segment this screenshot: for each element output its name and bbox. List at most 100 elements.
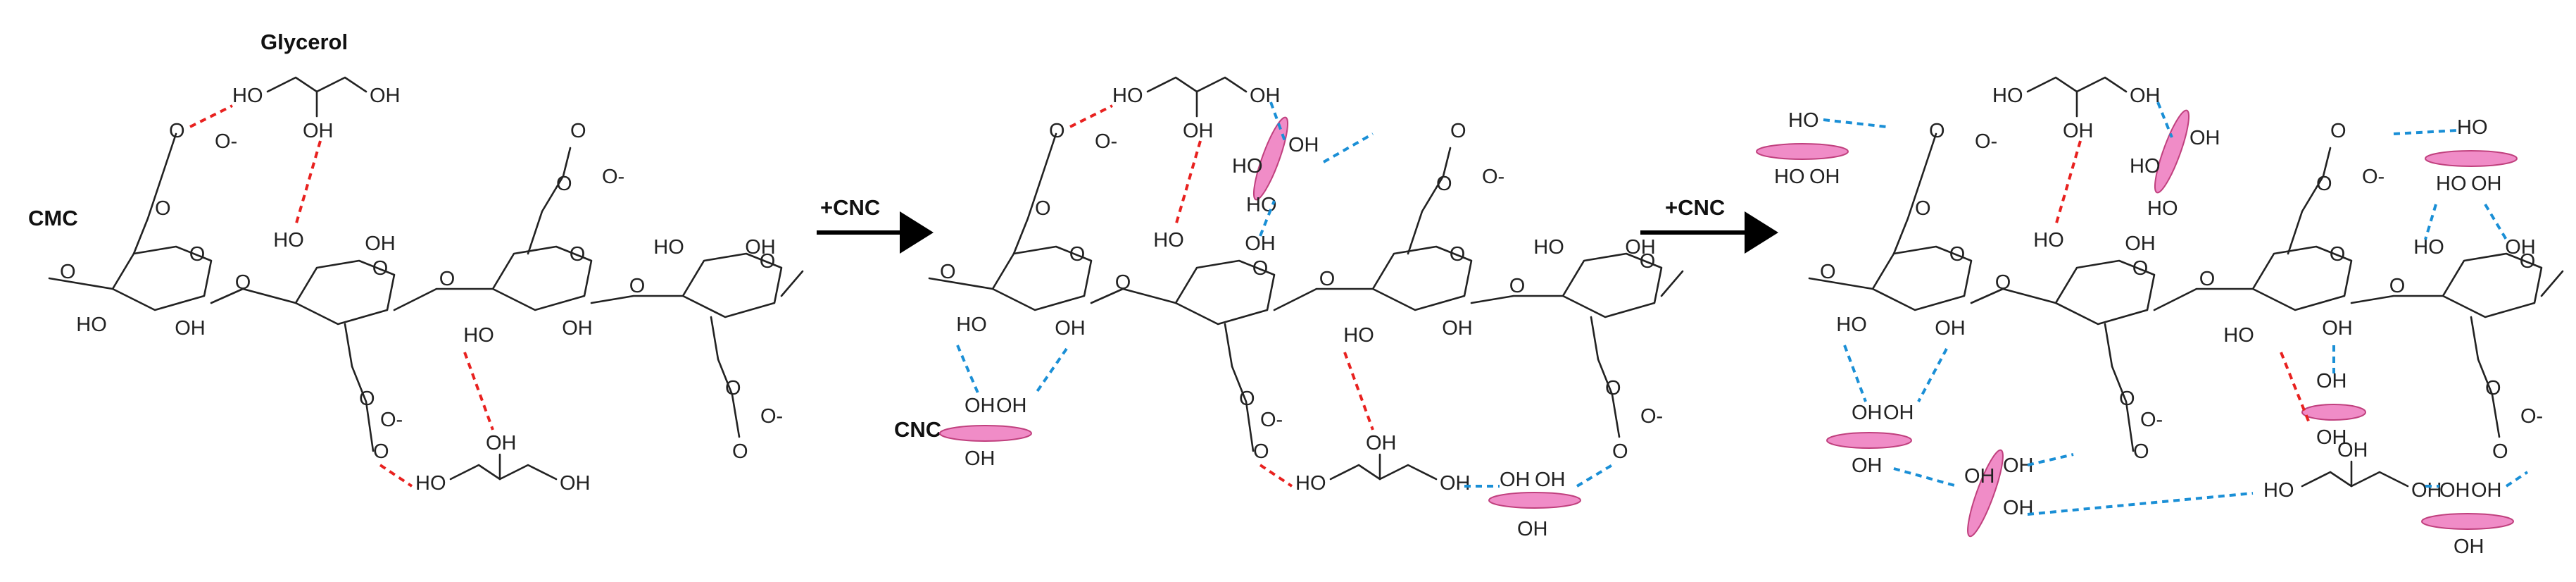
svg-text:HO: HO [2263, 479, 2294, 502]
svg-text:HO: HO [1788, 109, 1819, 132]
svg-text:O-: O- [1260, 409, 1283, 431]
svg-text:OH: OH [965, 447, 995, 470]
svg-text:OH: OH [1250, 85, 1281, 107]
svg-text:OH: OH [175, 317, 206, 340]
svg-text:OH: OH [303, 120, 334, 142]
cnc-particle [1826, 432, 1912, 449]
svg-text:OH: OH [996, 395, 1027, 417]
cmc-chain: O O O O O O O- HO OH HO OH O O- O O O O-… [48, 120, 804, 463]
svg-text:O: O [732, 440, 748, 463]
svg-text:OH: OH [745, 236, 776, 259]
svg-text:O-: O- [2520, 405, 2543, 428]
svg-text:OH: OH [1964, 465, 1995, 488]
svg-text:O: O [1450, 120, 1466, 142]
svg-text:O-: O- [1095, 130, 1117, 153]
cnc-particle [939, 425, 1032, 442]
svg-text:O-: O- [215, 130, 237, 153]
svg-text:OH: OH [1517, 518, 1548, 540]
svg-text:OH: OH [2454, 535, 2484, 558]
svg-text:O-: O- [1975, 130, 1997, 153]
reaction-arrow-2: +CNC [1640, 195, 1778, 254]
svg-text:OH: OH [562, 317, 593, 340]
svg-text:HO: HO [1836, 314, 1867, 336]
svg-text:HO: HO [2033, 229, 2064, 252]
svg-text:O: O [1820, 261, 1836, 283]
svg-text:O: O [169, 120, 185, 142]
svg-text:OH: OH [2316, 426, 2347, 449]
svg-text:OH: OH [560, 472, 591, 495]
svg-text:O: O [570, 120, 586, 142]
svg-text:O: O [1509, 275, 1526, 297]
svg-text:O: O [1929, 120, 1945, 142]
svg-text:OH: OH [2505, 236, 2536, 259]
svg-text:O-: O- [2140, 409, 2163, 431]
cnc-label: CNC [894, 417, 941, 442]
svg-text:OH: OH [370, 85, 401, 107]
svg-text:OH: OH [2316, 370, 2347, 392]
svg-text:OH: OH [1852, 402, 1883, 424]
svg-text:HO: HO [76, 314, 107, 336]
svg-text:O: O [2119, 388, 2135, 410]
cnc-particle [1488, 492, 1581, 509]
svg-text:OH: OH [1245, 233, 1276, 255]
svg-text:HO: HO [1533, 236, 1564, 259]
red-hydrogen-bonds [189, 104, 494, 488]
svg-text:O: O [1253, 440, 1269, 463]
svg-text:O: O [373, 440, 389, 463]
svg-text:O: O [556, 173, 572, 195]
svg-text:OH: OH [2063, 120, 2094, 142]
svg-text:O: O [2316, 173, 2332, 195]
svg-text:HO: HO [653, 236, 684, 259]
cmc-chain-2: O O O O O O O- HO OH HO OH O O- O O O O-… [928, 76, 1684, 540]
svg-text:HO: HO [2436, 173, 2467, 195]
svg-text:OH: OH [1442, 317, 1473, 340]
svg-text:O: O [439, 268, 455, 290]
svg-text:O: O [60, 261, 76, 283]
cnc-particle [1967, 449, 2004, 538]
svg-text:OH: OH [1055, 317, 1086, 340]
svg-text:O: O [1995, 271, 2011, 294]
svg-text:OH: OH [1852, 454, 1883, 477]
svg-text:O: O [1035, 197, 1051, 220]
svg-text:OH: OH [1288, 134, 1319, 156]
glycerol-molecule-top: HO OH OH [232, 76, 401, 142]
svg-text:O: O [235, 271, 251, 294]
svg-text:O: O [940, 261, 956, 283]
svg-text:HO: HO [1295, 472, 1326, 495]
svg-text:OH: OH [486, 432, 517, 454]
svg-text:O: O [1612, 440, 1628, 463]
glycerol-label: Glycerol [260, 30, 348, 54]
svg-text:OH: OH [1440, 472, 1471, 495]
panel-cmc-glycerol: CMC Glycerol O O O O O O O- HO OH HO [28, 30, 804, 495]
svg-text:O-: O- [380, 409, 403, 431]
arrow-1-label: +CNC [820, 195, 880, 220]
svg-text:OH: OH [2003, 497, 2034, 519]
cmc-chain-3: O O O O O O O- HO OH HO OH O O- O O O O-… [1756, 76, 2564, 558]
svg-text:O-: O- [1482, 166, 1504, 188]
svg-text:O: O [1605, 377, 1621, 400]
svg-text:OH: OH [1535, 469, 1566, 491]
svg-text:O: O [1319, 268, 1336, 290]
svg-text:HO: HO [1232, 155, 1263, 178]
svg-text:O: O [1049, 120, 1065, 142]
svg-text:OH: OH [2125, 233, 2156, 255]
svg-text:O: O [1915, 197, 1931, 220]
svg-text:O: O [2199, 268, 2216, 290]
panel-cmc-glycerol-cnc-high: O O O O O O O- HO OH HO OH O O- O O O O-… [1756, 76, 2564, 558]
svg-text:HO: HO [1112, 85, 1143, 107]
svg-text:HO: HO [2130, 155, 2161, 178]
svg-text:HO: HO [1774, 166, 1805, 188]
svg-text:OH: OH [1883, 402, 1914, 424]
svg-text:O: O [2492, 440, 2508, 463]
svg-text:OH: OH [1183, 120, 1214, 142]
glycerol-molecule-bottom: HO OH OH [415, 432, 591, 495]
svg-text:OH: OH [1366, 432, 1397, 454]
svg-text:O-: O- [2362, 166, 2385, 188]
svg-text:OH: OH [2471, 173, 2502, 195]
svg-text:O: O [1115, 271, 1131, 294]
arrow-2-label: +CNC [1665, 195, 1725, 220]
svg-text:OH: OH [1809, 166, 1840, 188]
svg-text:O: O [155, 197, 171, 220]
svg-text:OH: OH [2130, 85, 2161, 107]
